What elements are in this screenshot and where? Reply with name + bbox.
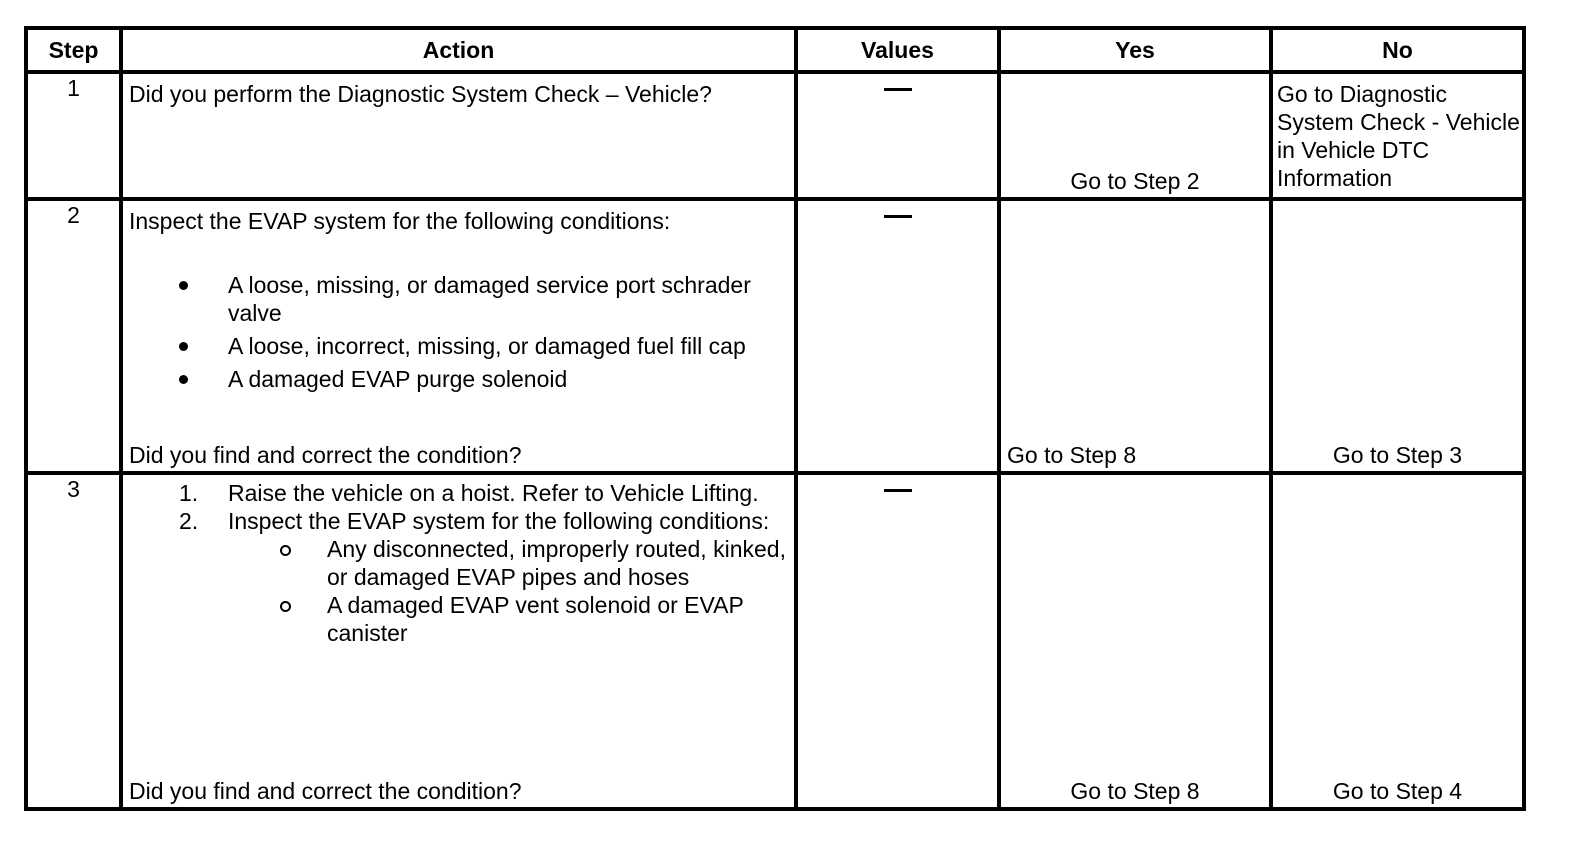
list-item-text: A damaged EVAP purge solenoid bbox=[228, 366, 568, 392]
list-item-text: A loose, incorrect, missing, or damaged … bbox=[228, 333, 746, 359]
header-step: Step bbox=[24, 26, 123, 74]
no-link[interactable]: Go to Diagnostic System Check - Vehicle … bbox=[1277, 81, 1520, 191]
bullet-icon bbox=[179, 375, 188, 384]
list-item: 1. Raise the vehicle on a hoist. Refer t… bbox=[129, 479, 794, 507]
no-cell: Go to Step 3 bbox=[1269, 197, 1526, 475]
values-cell: — bbox=[794, 70, 1001, 201]
no-value-dash bbox=[883, 88, 912, 92]
condition-list: A loose, missing, or damaged service por… bbox=[129, 271, 794, 393]
yes-link[interactable]: Go to Step 8 bbox=[1007, 442, 1137, 468]
yes-cell: Go to Step 8 bbox=[997, 471, 1273, 811]
no-cell: Go to Step 4 bbox=[1269, 471, 1526, 811]
table-row-step-2: 2 Inspect the EVAP system for the follow… bbox=[24, 197, 1526, 475]
list-item: Any disconnected, improperly routed, kin… bbox=[228, 535, 794, 591]
list-item: A damaged EVAP vent solenoid or EVAP can… bbox=[228, 591, 794, 647]
table-row-step-3: 3 1. Raise the vehicle on a hoist. Refer… bbox=[24, 471, 1526, 811]
procedure-list: 1. Raise the vehicle on a hoist. Refer t… bbox=[129, 479, 794, 647]
no-value-dash bbox=[883, 215, 912, 219]
header-no: No bbox=[1269, 26, 1526, 74]
action-intro: Inspect the EVAP system for the followin… bbox=[129, 208, 671, 234]
no-value-dash bbox=[883, 489, 912, 493]
list-item: A loose, missing, or damaged service por… bbox=[129, 271, 794, 327]
bullet-icon bbox=[179, 281, 188, 290]
yes-link[interactable]: Go to Step 8 bbox=[1070, 778, 1200, 804]
sub-condition-list: Any disconnected, improperly routed, kin… bbox=[228, 535, 794, 647]
values-cell: — bbox=[794, 471, 1001, 811]
yes-cell: Go to Step 2 bbox=[997, 70, 1273, 201]
list-item: 2. Inspect the EVAP system for the follo… bbox=[129, 507, 794, 647]
action-cell: Inspect the EVAP system for the followin… bbox=[119, 197, 798, 475]
header-row: Step Action Values Yes No bbox=[24, 26, 1526, 74]
yes-cell: Go to Step 8 bbox=[997, 197, 1273, 475]
list-item: A damaged EVAP purge solenoid bbox=[129, 365, 794, 393]
no-link[interactable]: Go to Step 4 bbox=[1332, 778, 1463, 804]
list-item-text: Raise the vehicle on a hoist. Refer to V… bbox=[228, 480, 759, 506]
circle-bullet-icon bbox=[280, 601, 291, 612]
list-item-text: A loose, missing, or damaged service por… bbox=[228, 272, 751, 326]
list-item-text: Any disconnected, improperly routed, kin… bbox=[327, 536, 786, 590]
list-item-text: Inspect the EVAP system for the followin… bbox=[228, 508, 770, 534]
step-number: 2 bbox=[24, 197, 123, 475]
header-action: Action bbox=[119, 26, 798, 74]
list-item-text: A damaged EVAP vent solenoid or EVAP can… bbox=[327, 592, 744, 646]
step-number: 1 bbox=[24, 70, 123, 201]
list-number: 1. bbox=[179, 480, 199, 506]
bullet-icon bbox=[179, 342, 188, 351]
circle-bullet-icon bbox=[280, 545, 291, 556]
diagnostic-table: Step Action Values Yes No 1 Did you perf… bbox=[24, 26, 1526, 811]
action-cell: Did you perform the Diagnostic System Ch… bbox=[119, 70, 798, 201]
no-cell: Go to Diagnostic System Check - Vehicle … bbox=[1269, 70, 1526, 201]
list-number: 2. bbox=[179, 508, 199, 534]
step-number: 3 bbox=[24, 471, 123, 811]
no-link[interactable]: Go to Step 3 bbox=[1332, 442, 1463, 468]
header-values: Values bbox=[794, 26, 1001, 74]
action-question: Did you find and correct the condition? bbox=[129, 778, 522, 804]
values-cell: — bbox=[794, 197, 1001, 475]
yes-link[interactable]: Go to Step 2 bbox=[1070, 168, 1200, 194]
action-cell: 1. Raise the vehicle on a hoist. Refer t… bbox=[119, 471, 798, 811]
action-question: Did you find and correct the condition? bbox=[129, 442, 522, 468]
action-text: Did you perform the Diagnostic System Ch… bbox=[129, 81, 712, 107]
table-row-step-1: 1 Did you perform the Diagnostic System … bbox=[24, 70, 1526, 201]
list-item: A loose, incorrect, missing, or damaged … bbox=[129, 332, 794, 360]
header-yes: Yes bbox=[997, 26, 1273, 74]
